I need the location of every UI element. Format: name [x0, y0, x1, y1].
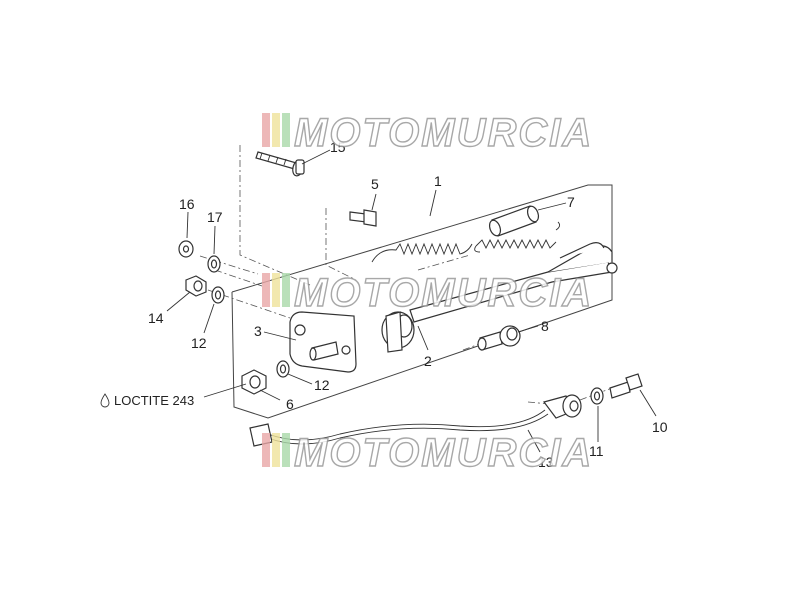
- watermark-text: MOTOMURCIA: [294, 271, 593, 315]
- nut-part-14: [185, 275, 207, 297]
- washer-part-11: [590, 387, 604, 405]
- label-part-15: 15: [330, 139, 346, 155]
- watermark-stripe-3: [282, 433, 290, 467]
- side-stand-part-2: [381, 242, 618, 353]
- label-part-5: 5: [371, 176, 379, 192]
- label-part-16: 16: [179, 196, 195, 212]
- watermark-stripe-2: [272, 113, 280, 147]
- label-part-13: 13: [538, 454, 554, 470]
- washer-part-17: [207, 255, 221, 273]
- loctite-text: LOCTITE 243: [114, 393, 194, 408]
- nut-part-6: [241, 369, 267, 395]
- label-part-3: 3: [254, 323, 262, 339]
- bracket-plate-part-3: [289, 311, 357, 373]
- watermark-stripe-1: [262, 273, 270, 307]
- pivot-bolt-part-8: [477, 325, 521, 351]
- washer-part-12-lower: [276, 360, 290, 378]
- spring-upper-right: [474, 221, 561, 253]
- tube-part-7: [488, 205, 540, 237]
- watermark-middle: MOTOMURCIA: [262, 270, 593, 316]
- bolt-part-10: [609, 373, 643, 399]
- watermark-stripe-3: [282, 273, 290, 307]
- label-part-7: 7: [567, 194, 575, 210]
- label-part-6: 6: [286, 396, 294, 412]
- small-bolt-part-5: [349, 209, 377, 227]
- assembly-frame: [231, 184, 613, 419]
- label-part-17: 17: [207, 209, 223, 225]
- watermark-stripe-2: [272, 273, 280, 307]
- label-part-12-lower: 12: [314, 377, 330, 393]
- long-bolt-part-15: [255, 151, 305, 177]
- watermark-stripe-2: [272, 433, 280, 467]
- leader-lines: [166, 149, 657, 453]
- drop-icon: [100, 393, 110, 408]
- label-part-1: 1: [434, 173, 442, 189]
- watermark-stripe-3: [282, 113, 290, 147]
- watermark-text: MOTOMURCIA: [294, 111, 593, 155]
- watermark-stripe-1: [262, 433, 270, 467]
- label-part-10: 10: [652, 419, 668, 435]
- label-part-11: 11: [589, 443, 604, 459]
- loctite-note: LOCTITE 243: [100, 393, 194, 408]
- washer-part-12-upper: [211, 286, 225, 304]
- watermark-text: MOTOMURCIA: [294, 431, 593, 475]
- label-part-8: 8: [541, 318, 549, 334]
- label-part-14: 14: [148, 310, 164, 326]
- part-labels: 15 5 1 7 16 17 14 12 3 2 8 12 6 13 11 10: [148, 139, 668, 470]
- watermark-stripe-1: [262, 113, 270, 147]
- label-part-2: 2: [424, 353, 432, 369]
- watermark-bottom: MOTOMURCIA: [262, 430, 593, 476]
- watermark-top: MOTOMURCIA: [262, 110, 593, 156]
- washer-part-16: [178, 240, 194, 258]
- spring-upper-left: [371, 242, 473, 263]
- label-part-12-upper: 12: [191, 335, 207, 351]
